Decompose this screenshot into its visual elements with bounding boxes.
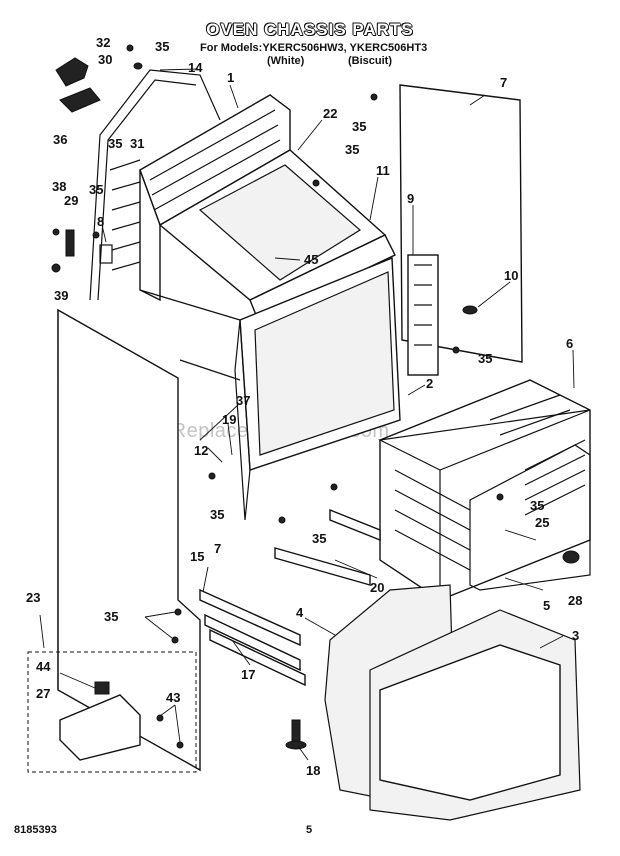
callout-23: 23 [26,590,40,605]
callout-7-top: 7 [500,75,507,90]
callout-36: 36 [53,132,67,147]
callout-19: 19 [222,412,236,427]
callout-15: 15 [190,549,204,564]
callout-8: 8 [97,214,104,229]
callout-14: 14 [188,60,203,75]
callout-29: 29 [64,193,78,208]
callout-35: 35 [108,136,122,151]
callout-39: 39 [54,288,68,303]
callout-5: 5 [543,598,550,613]
callout-7-bottom: 7 [214,541,221,556]
callout-18: 18 [306,763,320,778]
leveling-leg [285,719,307,750]
callout-35: 35 [89,182,103,197]
callout-45: 45 [304,252,318,267]
model-numbers: For Models:YKERC506HW3, YKERC506HT3 [200,42,428,54]
callout-35: 35 [345,142,359,157]
callout-2: 2 [426,376,433,391]
page-number: 5 [306,824,313,836]
oven-chassis-frame [99,94,401,521]
callout-12: 12 [194,443,208,458]
callout-4: 4 [296,605,304,620]
callout-11: 11 [376,163,390,178]
screws [92,44,504,644]
callout-17: 17 [241,667,255,682]
callout-35: 35 [104,609,118,624]
rear-frame [89,69,221,301]
callout-9: 9 [407,191,414,206]
callout-numbers: 32 30 35 14 1 7 22 35 35 35 31 36 11 38 … [26,35,582,778]
callout-32: 32 [96,35,110,50]
callout-25: 25 [535,515,549,530]
callout-28: 28 [568,593,582,608]
bottom-rails [274,508,381,586]
callout-6: 6 [566,336,573,351]
knob-part [562,550,580,564]
leader-lines [39,68,575,761]
callout-31: 31 [130,136,144,151]
top-left-parts [55,57,143,113]
callout-22: 22 [323,106,337,121]
callout-10: 10 [504,268,518,283]
callout-35: 35 [210,507,224,522]
callout-20: 20 [370,580,384,595]
callout-35: 35 [312,531,326,546]
side-panel-left [57,308,201,772]
callout-35: 35 [352,119,366,134]
side-rails [199,588,306,687]
callout-3: 3 [572,628,579,643]
callout-35: 35 [530,498,544,513]
callout-35: 35 [478,351,492,366]
callout-44: 44 [36,659,51,674]
callout-35: 35 [155,39,169,54]
callout-30: 30 [98,52,112,67]
callout-1: 1 [227,70,234,85]
callout-43: 43 [166,690,180,705]
diagram-title: OVEN CHASSIS PARTS [206,20,414,39]
callout-38: 38 [52,179,66,194]
callout-27: 27 [36,686,50,701]
insulation-blanket [324,584,581,821]
document-number: 8185393 [14,824,57,836]
inset-group [27,651,197,773]
latch-parts [51,228,75,273]
variant-biscuit: (Biscuit) [348,55,392,67]
variant-white: (White) [267,55,305,67]
element-bracket [407,254,478,376]
callout-37: 37 [236,393,250,408]
oven-liner [378,379,591,601]
